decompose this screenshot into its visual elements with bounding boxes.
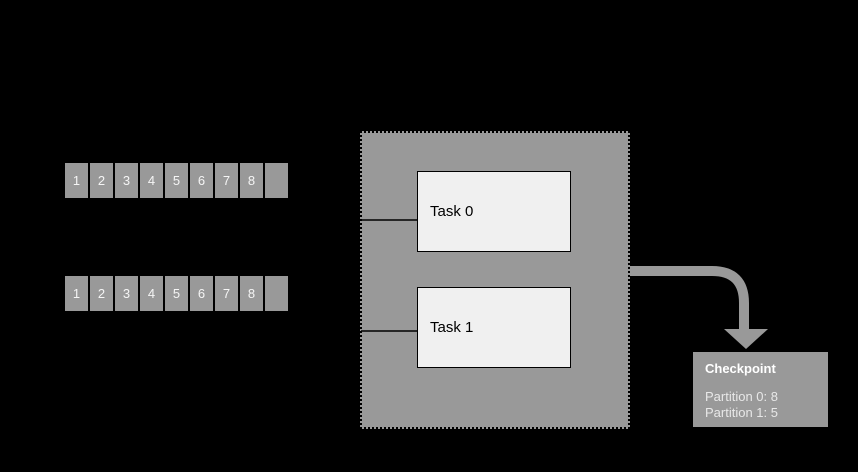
checkpoint-entry-partition-0: Partition 0: 8 [705, 389, 778, 404]
queue-cell: 2 [89, 162, 114, 199]
queue-cell: 3 [114, 162, 139, 199]
queue-cell: 4 [139, 162, 164, 199]
checkpoint-arrow [630, 266, 749, 330]
queue-cell: 1 [64, 162, 89, 199]
queue-cell: 5 [164, 162, 189, 199]
queue-cell: 2 [89, 275, 114, 312]
queue-cell: 7 [214, 275, 239, 312]
queue-cell: 8 [239, 162, 264, 199]
partition-0-queue: 1 2 3 4 5 6 7 8 [64, 162, 289, 199]
task-1-label: Task 1 [430, 319, 474, 336]
queue-cell: 4 [139, 275, 164, 312]
queue-cell: 3 [114, 275, 139, 312]
partition-1-queue: 1 2 3 4 5 6 7 8 [64, 275, 289, 312]
queue-cell: 6 [189, 275, 214, 312]
checkpoint-box: Checkpoint Partition 0: 8 Partition 1: 5 [693, 352, 828, 427]
queue-cell: 1 [64, 275, 89, 312]
queue-cell: 5 [164, 275, 189, 312]
queue-cell-empty [264, 162, 289, 199]
checkpoint-title: Checkpoint [705, 361, 776, 376]
task-0-label: Task 0 [430, 203, 474, 220]
task-1-box: Task 1 [417, 287, 571, 368]
checkpoint-arrowhead-icon [724, 329, 768, 349]
checkpoint-entry-partition-1: Partition 1: 5 [705, 405, 778, 420]
queue-cell: 6 [189, 162, 214, 199]
queue-cell-empty [264, 275, 289, 312]
task-0-box: Task 0 [417, 171, 571, 252]
queue-cell: 7 [214, 162, 239, 199]
queue-cell: 8 [239, 275, 264, 312]
